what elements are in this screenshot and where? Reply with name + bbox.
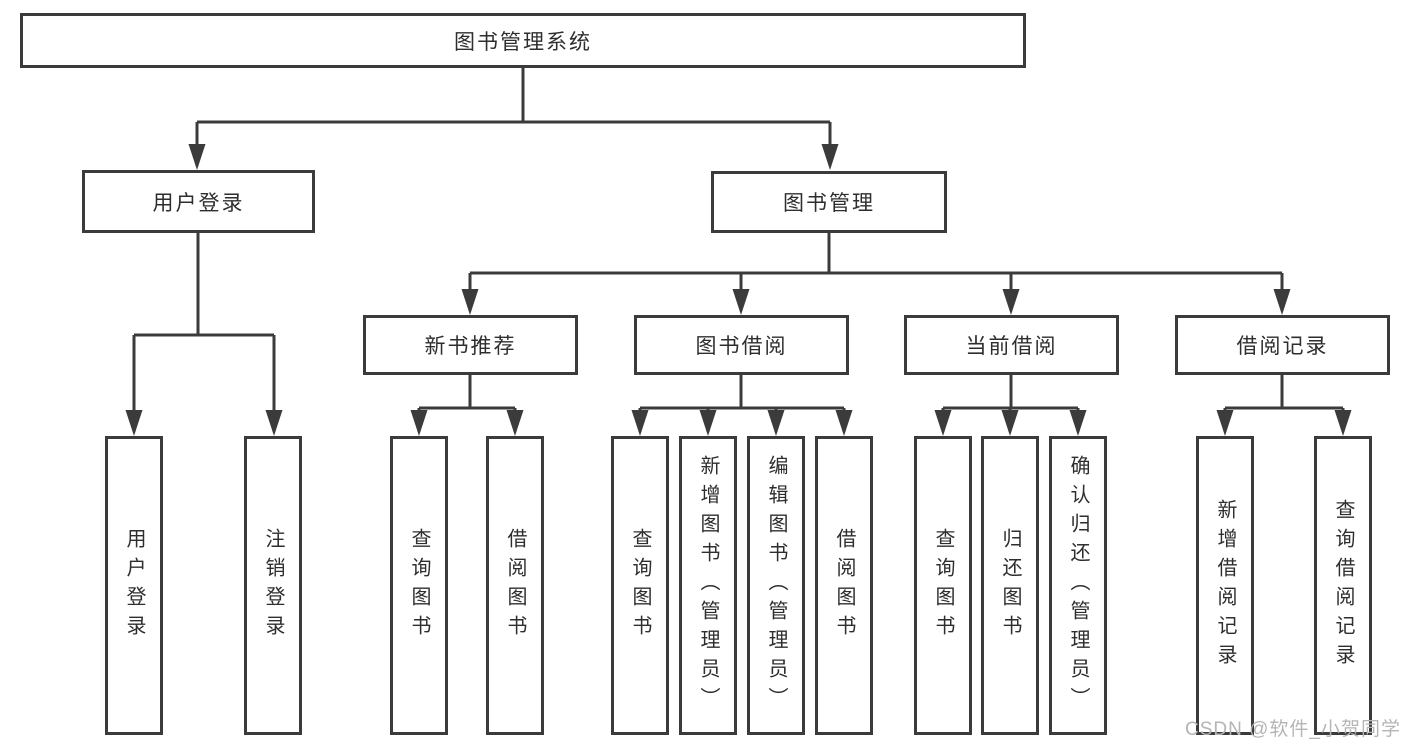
node-borrowing-records: 借阅记录: [1175, 315, 1390, 375]
leaf-label: 用户登录: [123, 527, 145, 644]
leaf-add-borrow-record: 新增借阅记录: [1196, 436, 1254, 735]
leaf-borrow-books: 借阅图书: [486, 436, 544, 735]
leaf-return-books: 归还图书: [981, 436, 1039, 735]
root-label: 图书管理系统: [454, 30, 592, 54]
node-user-login-group: 用户登录: [82, 170, 315, 233]
node-label: 当前借阅: [965, 335, 1058, 358]
node-book-management-group: 图书管理: [711, 171, 947, 233]
leaf-label: 新增图书（管理员）: [697, 455, 719, 716]
node-label: 借阅记录: [1236, 335, 1329, 358]
leaf-label: 确认归还（管理员）: [1067, 455, 1089, 716]
leaf-label: 查询借阅记录: [1332, 498, 1354, 673]
node-label: 图书管理: [783, 192, 875, 215]
leaf-edit-books-admin: 编辑图书（管理员）: [747, 436, 805, 735]
leaf-logout: 注销登录: [244, 436, 302, 735]
leaf-label: 归还图书: [999, 527, 1021, 644]
leaf-borrow-books: 借阅图书: [815, 436, 873, 735]
node-book-borrowing: 图书借阅: [634, 315, 849, 375]
node-library-management-system: 图书管理系统: [20, 13, 1026, 68]
leaf-label: 查询图书: [408, 527, 430, 644]
leaf-label: 查询图书: [629, 527, 651, 644]
leaf-add-books-admin: 新增图书（管理员）: [679, 436, 737, 735]
leaf-label: 编辑图书（管理员）: [765, 455, 787, 716]
leaf-query-borrow-record: 查询借阅记录: [1314, 436, 1372, 735]
leaf-label: 借阅图书: [833, 527, 855, 644]
csdn-watermark: CSDN @软件_小贺同学: [1185, 719, 1401, 740]
leaf-query-books: 查询图书: [611, 436, 669, 735]
leaf-label: 借阅图书: [504, 527, 526, 644]
node-current-borrowing: 当前借阅: [904, 315, 1119, 375]
leaf-query-books: 查询图书: [914, 436, 972, 735]
node-label: 图书借阅: [695, 335, 788, 358]
leaf-label: 查询图书: [932, 527, 954, 644]
leaf-user-login: 用户登录: [105, 436, 163, 735]
node-label: 新书推荐: [424, 335, 517, 358]
leaf-label: 新增借阅记录: [1214, 498, 1236, 673]
node-new-book-recommendation: 新书推荐: [363, 315, 578, 375]
leaf-label: 注销登录: [262, 527, 284, 644]
leaf-confirm-return-admin: 确认归还（管理员）: [1049, 436, 1107, 735]
node-label: 用户登录: [152, 191, 245, 215]
leaf-query-books: 查询图书: [390, 436, 448, 735]
